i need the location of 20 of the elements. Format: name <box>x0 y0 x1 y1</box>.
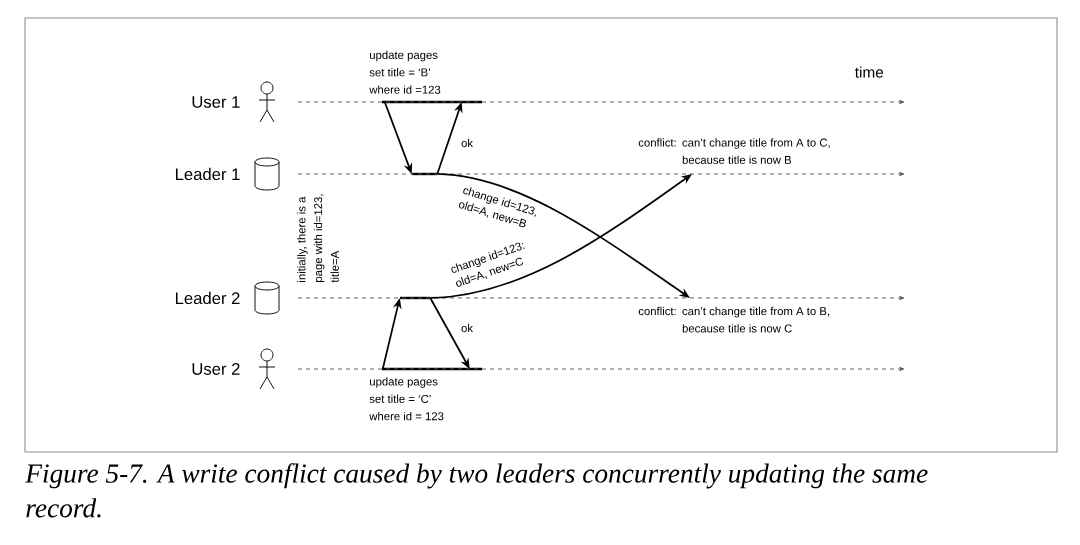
edge-label: ok <box>461 323 473 333</box>
actor-label: Leader 1 <box>176 167 240 181</box>
processing-bar <box>412 172 437 176</box>
note-text: initially, there is a page with id=123, title=A <box>297 194 339 283</box>
request-note: update pages set title = ‘C’ where id = 123 <box>369 377 444 421</box>
edge-label: ok <box>461 138 473 148</box>
timeline-arrow <box>297 366 905 372</box>
timeline-arrow <box>297 295 905 301</box>
request-note: update pages set title = ‘B’ where id =123 <box>369 50 441 94</box>
conflict-note: conflict: can’t change title from A to C, because title is now B <box>638 138 830 164</box>
figure-caption: Figure 5-7. A write conflict caused by two leaders concurrently updating the same record. <box>25 463 928 518</box>
actor-label: User 2 <box>192 363 240 375</box>
conflict-note: conflict: can’t change title from A to B, because title is now C <box>638 306 829 333</box>
processing-bar <box>400 296 430 300</box>
timeline-arrow <box>297 99 905 105</box>
time-label: time <box>855 66 884 78</box>
actor-label: Leader 2 <box>176 291 240 305</box>
edge-label: change id=123: old=A, new=C <box>451 242 525 287</box>
actor-label: User 1 <box>192 96 240 108</box>
timeline-arrow <box>297 171 905 177</box>
